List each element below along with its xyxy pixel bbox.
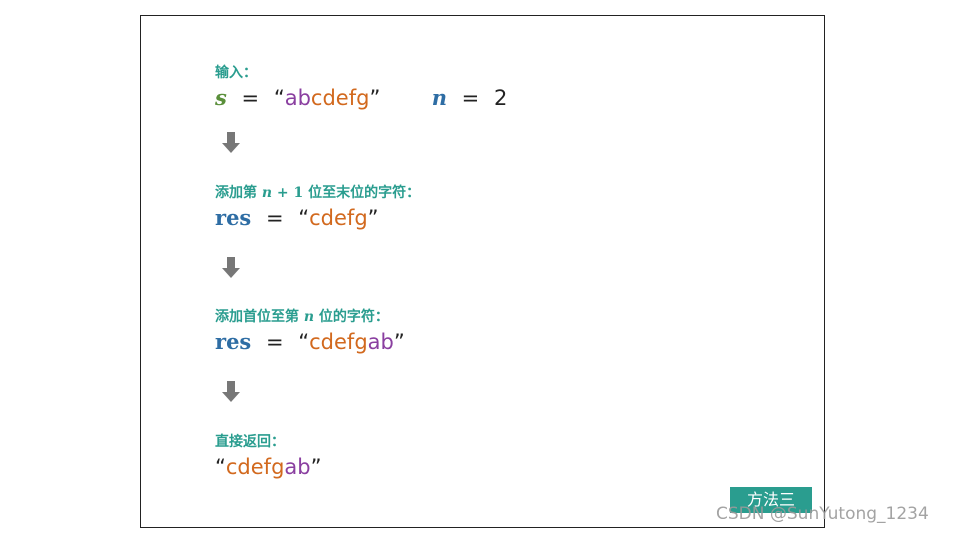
var-s: s <box>215 85 227 110</box>
equals-sign: = <box>241 86 260 110</box>
step-input: 输入： s = “abcdefg” n = 2 <box>215 62 507 111</box>
diagram-frame: 输入： s = “abcdefg” n = 2 添加第 n + 1 位至末位的字… <box>140 15 825 528</box>
step-return: 直接返回： “cdefgab” <box>215 431 322 480</box>
label-text: 位的字符： <box>314 309 389 325</box>
n-value: 2 <box>493 86 508 110</box>
step-input-label: 输入： <box>215 65 257 81</box>
label-var-n: n <box>303 309 315 325</box>
return-expression: “cdefgab” <box>215 454 322 480</box>
step-append-tail-label: 添加第 n + 1 位至末位的字符： <box>215 182 420 202</box>
equals-sign: = <box>265 206 284 230</box>
var-res: res <box>215 329 252 354</box>
step-append-head: 添加首位至第 n 位的字符： res = “cdefgab” <box>215 306 405 355</box>
down-arrow-icon <box>222 381 240 402</box>
res-expression-2: res = “cdefgab” <box>215 329 405 355</box>
close-quote: ” <box>369 86 381 110</box>
step-return-label: 直接返回： <box>215 434 285 450</box>
string-part-ab: ab <box>284 455 311 479</box>
string-part-ab: ab <box>367 330 394 354</box>
equals-sign: = <box>265 330 284 354</box>
open-quote: “ <box>298 330 310 354</box>
watermark: CSDN @SunYutong_1234 <box>716 504 929 524</box>
method-badge: 方法三 <box>730 487 812 513</box>
down-arrow-icon <box>222 132 240 153</box>
var-res: res <box>215 205 252 230</box>
close-quote: ” <box>367 206 379 230</box>
string-part-cdefg: cdefg <box>309 330 368 354</box>
close-quote: ” <box>310 455 322 479</box>
string-part-cdefg: cdefg <box>225 455 285 479</box>
step-append-tail: 添加第 n + 1 位至末位的字符： res = “cdefg” <box>215 182 420 231</box>
label-text: 添加第 <box>215 185 262 201</box>
input-expression: s = “abcdefg” n = 2 <box>215 85 507 111</box>
string-part-ab: ab <box>284 86 311 110</box>
string-part-cdefg: cdefg <box>309 206 368 230</box>
label-text: 位至末位的字符： <box>308 185 421 201</box>
var-n: n <box>431 85 447 110</box>
label-var-n: n <box>261 185 273 201</box>
down-arrow-icon <box>222 257 240 278</box>
open-quote: “ <box>273 86 285 110</box>
string-part-cdefg: cdefg <box>310 86 370 110</box>
open-quote: “ <box>298 206 310 230</box>
res-expression-1: res = “cdefg” <box>215 205 420 231</box>
equals-sign: = <box>461 86 480 110</box>
label-math: + 1 <box>272 185 309 201</box>
close-quote: ” <box>393 330 405 354</box>
step-append-head-label: 添加首位至第 n 位的字符： <box>215 306 405 326</box>
open-quote: “ <box>215 455 226 479</box>
label-text: 添加首位至第 <box>215 309 304 325</box>
